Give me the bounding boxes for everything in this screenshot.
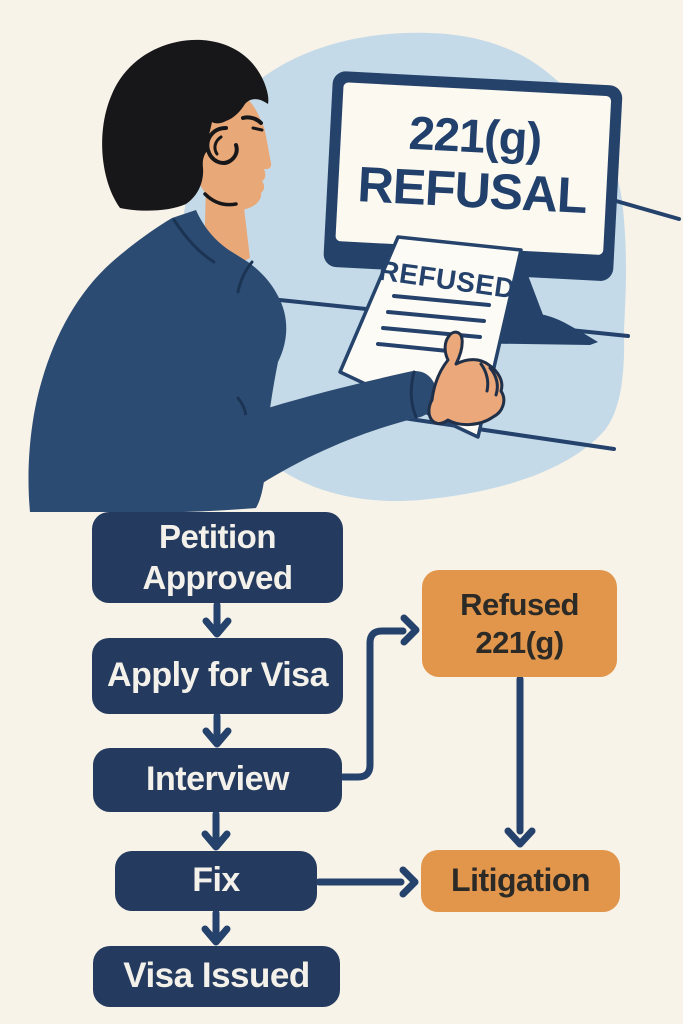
arrow-apply-to-interview bbox=[202, 712, 232, 748]
arrow-fix-to-litigation bbox=[315, 866, 419, 898]
flow-arrows bbox=[201, 601, 536, 946]
person-arm bbox=[222, 370, 437, 493]
arm-cuff-seam bbox=[409, 370, 418, 419]
paper-text-lines bbox=[376, 294, 491, 353]
flow-node-litigation: Litigation bbox=[421, 850, 620, 912]
flow-node-interview: Interview bbox=[93, 748, 342, 812]
person-hand bbox=[427, 330, 506, 426]
person-ear-inner bbox=[213, 135, 223, 156]
monitor: 221(g) REFUSAL bbox=[323, 71, 623, 281]
arrow-fix-to-visa bbox=[201, 909, 231, 946]
person-jacket bbox=[28, 210, 287, 512]
person-jaw-shadow bbox=[203, 192, 238, 207]
arrow-petition-to-apply bbox=[202, 601, 232, 638]
flow-node-petition-approved: Petition Approved bbox=[92, 512, 343, 603]
monitor-screen bbox=[335, 82, 612, 255]
screen-text-line1: 221(g) bbox=[408, 106, 543, 166]
flow-node-apply-for-visa: Apply for Visa bbox=[92, 638, 343, 714]
arrow-refused-to-litigation bbox=[504, 675, 536, 848]
person-eye bbox=[251, 126, 264, 132]
flow-node-visa-issued: Visa Issued bbox=[93, 946, 340, 1007]
person-ear bbox=[205, 126, 239, 165]
person bbox=[28, 39, 506, 512]
flow-node-fix: Fix bbox=[115, 851, 317, 911]
arrow-interview-to-fix bbox=[201, 810, 231, 851]
arrow-interview-to-refused bbox=[339, 614, 420, 781]
screen-text-line2: REFUSAL bbox=[356, 156, 588, 224]
flow-node-refused-221g: Refused 221(g) bbox=[422, 570, 617, 677]
flow-node-label: Fix bbox=[192, 861, 240, 900]
flow-node-label: Visa Issued bbox=[123, 956, 310, 996]
flow-node-label: Apply for Visa bbox=[107, 656, 329, 695]
person-hair bbox=[102, 39, 269, 211]
illustration: 221(g) REFUSAL REFUSED bbox=[28, 32, 681, 512]
person-eyebrow bbox=[241, 115, 263, 125]
hand-finger-lines bbox=[479, 362, 499, 397]
flow-node-label: Refused 221(g) bbox=[460, 586, 579, 660]
flow-node-label: Litigation bbox=[451, 862, 590, 899]
flow-node-label: Interview bbox=[146, 760, 289, 799]
flow-node-label: Petition Approved bbox=[142, 518, 293, 596]
